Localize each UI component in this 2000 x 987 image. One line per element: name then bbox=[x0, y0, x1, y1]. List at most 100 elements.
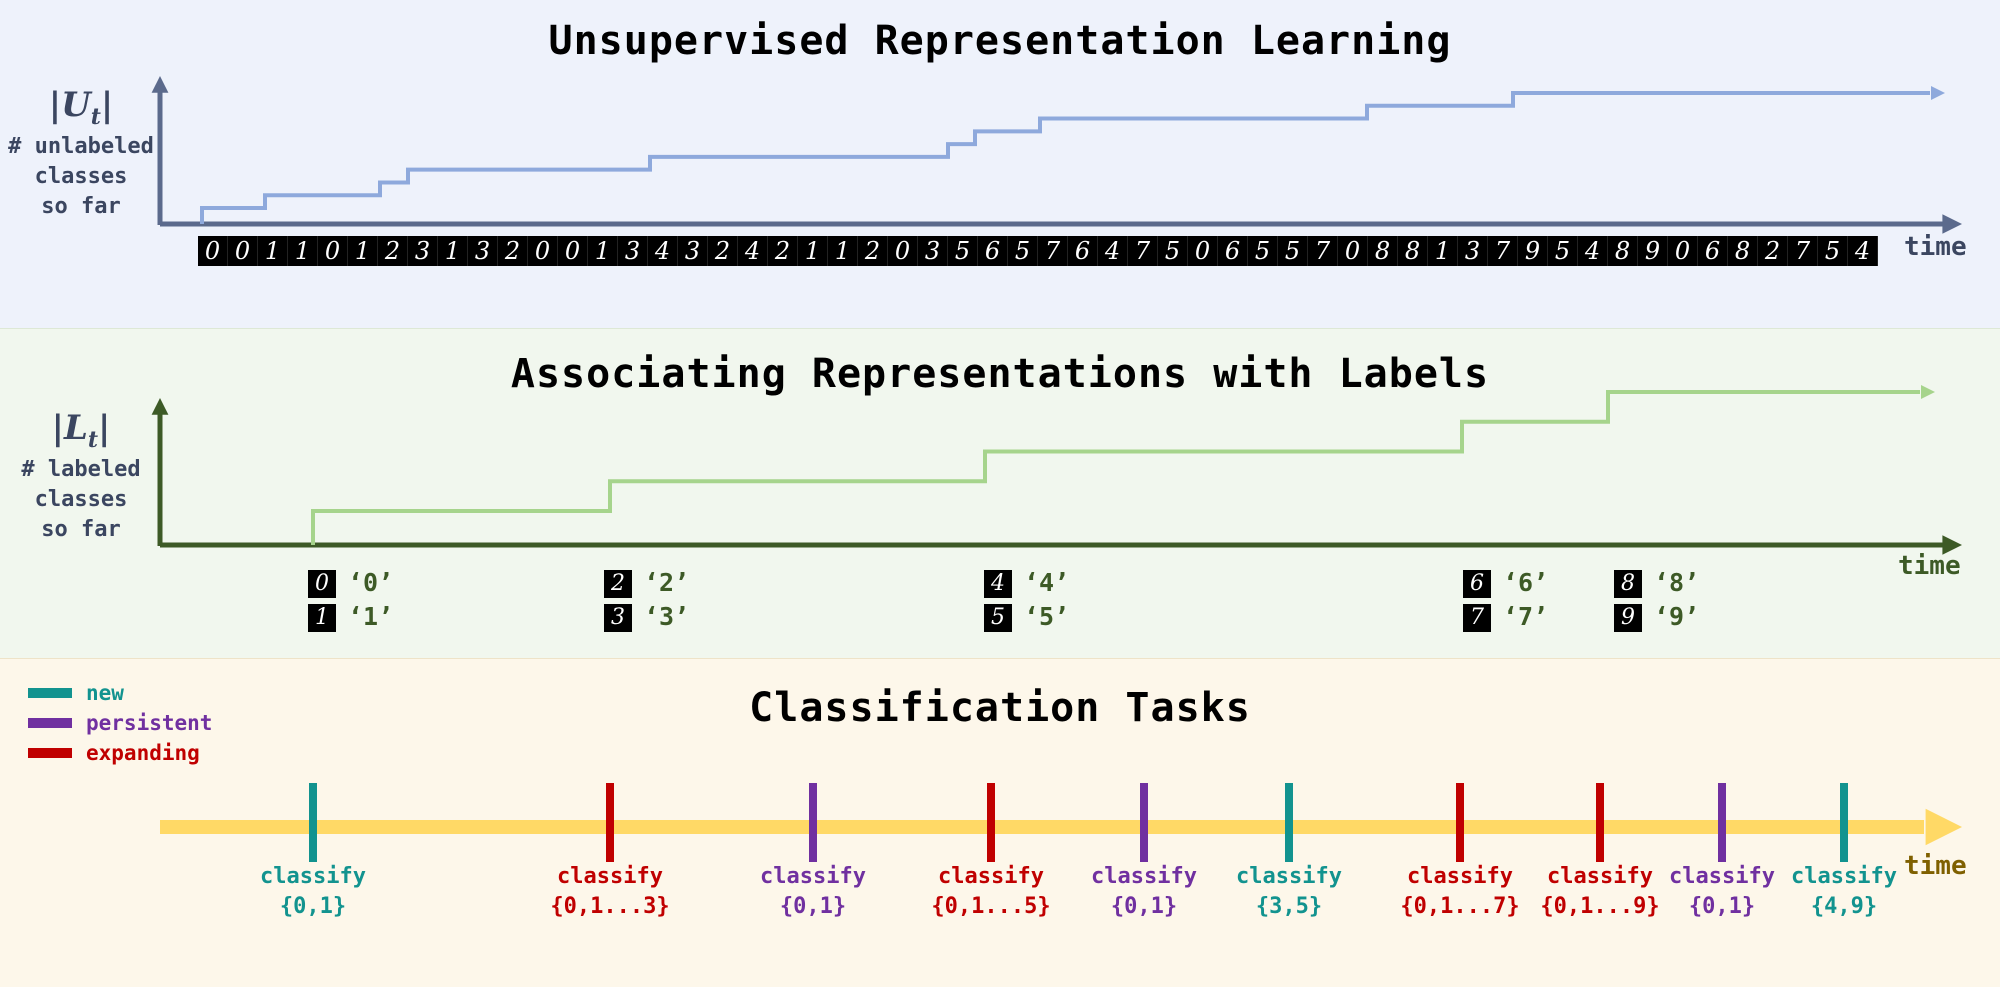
digit-image: 6 bbox=[1463, 570, 1491, 598]
digit-image: 4 bbox=[1848, 236, 1878, 266]
digit-image: 7 bbox=[1308, 236, 1338, 266]
digit-image: 0 bbox=[1668, 236, 1698, 266]
digit-image: 6 bbox=[1068, 236, 1098, 266]
digit-image: 8 bbox=[1608, 236, 1638, 266]
digit-image: 3 bbox=[468, 236, 498, 266]
digit-image: 6 bbox=[1218, 236, 1248, 266]
digit-image: 1 bbox=[288, 236, 318, 266]
task-label: classify{0,1} bbox=[260, 864, 366, 919]
digit-image: 8 bbox=[1398, 236, 1428, 266]
x-axis-arrowhead bbox=[1942, 535, 1962, 555]
digit-image: 1 bbox=[348, 236, 378, 266]
digit-image: 3 bbox=[1458, 236, 1488, 266]
digit-image: 4 bbox=[1098, 236, 1128, 266]
y-axis-label: |Ut| # unlabeled classes so far bbox=[0, 85, 162, 222]
class-label: ‘8’ bbox=[1654, 568, 1700, 597]
x-axis-label: time bbox=[1898, 551, 1961, 581]
task-label: classify{0,1...9} bbox=[1540, 864, 1660, 919]
digit-image: 0 bbox=[1188, 236, 1218, 266]
digit-image: 4 bbox=[1578, 236, 1608, 266]
class-label: ‘3’ bbox=[644, 602, 690, 631]
digit-image: 7 bbox=[1038, 236, 1068, 266]
digit-image: 8 bbox=[1368, 236, 1398, 266]
class-label: ‘0’ bbox=[348, 568, 394, 597]
task-label: classify{0,1} bbox=[1091, 864, 1197, 919]
digit-image: 4 bbox=[984, 570, 1012, 598]
class-label: ‘5’ bbox=[1024, 602, 1070, 631]
digit-image: 0 bbox=[528, 236, 558, 266]
digit-image: 1 bbox=[798, 236, 828, 266]
digit-image: 0 bbox=[558, 236, 588, 266]
digit-image: 2 bbox=[378, 236, 408, 266]
x-axis-arrowhead bbox=[1942, 214, 1962, 234]
class-label: ‘6’ bbox=[1503, 568, 1549, 597]
digit-image: 2 bbox=[498, 236, 528, 266]
digit-image: 0 bbox=[308, 570, 336, 598]
labels-panel: Associating Representations with Labels … bbox=[0, 328, 2000, 659]
digit-image: 2 bbox=[858, 236, 888, 266]
digit-image: 2 bbox=[708, 236, 738, 266]
digit-image: 5 bbox=[948, 236, 978, 266]
digit-image: 5 bbox=[1008, 236, 1038, 266]
digit-image: 5 bbox=[984, 604, 1012, 632]
panel-title: Classification Tasks bbox=[749, 685, 1251, 731]
task-label: classify{0,1...7} bbox=[1400, 864, 1520, 919]
step-line-arrowhead bbox=[1931, 86, 1945, 100]
task-label: classify{0,1} bbox=[1669, 864, 1775, 919]
digit-image: 6 bbox=[978, 236, 1008, 266]
unlabeled-classes-step-line bbox=[200, 91, 1930, 224]
digit-image: 1 bbox=[308, 604, 336, 632]
digit-image: 3 bbox=[678, 236, 708, 266]
digit-image: 2 bbox=[604, 570, 632, 598]
class-label: ‘1’ bbox=[348, 602, 394, 631]
labeled-classes-step-line bbox=[311, 390, 1920, 545]
x-axis-label: time bbox=[1904, 232, 1967, 262]
digit-image: 1 bbox=[828, 236, 858, 266]
digit-image: 6 bbox=[1698, 236, 1728, 266]
task-label: classify{4,9} bbox=[1791, 864, 1897, 919]
class-label: ‘7’ bbox=[1503, 602, 1549, 631]
digit-image: 0 bbox=[198, 236, 228, 266]
digit-image: 1 bbox=[258, 236, 288, 266]
digit-image: 1 bbox=[438, 236, 468, 266]
digit-image: 7 bbox=[1788, 236, 1818, 266]
digit-image: 7 bbox=[1463, 604, 1491, 632]
digit-image: 7 bbox=[1128, 236, 1158, 266]
digit-image: 3 bbox=[618, 236, 648, 266]
panel-title: Associating Representations with Labels bbox=[510, 351, 1490, 397]
digit-image: 3 bbox=[918, 236, 948, 266]
digit-image: 4 bbox=[648, 236, 678, 266]
y-axis-symbol: |Ut| bbox=[48, 85, 114, 130]
task-label: classify{3,5} bbox=[1236, 864, 1342, 919]
x-axis-label: time bbox=[1904, 851, 1967, 881]
class-label: ‘4’ bbox=[1024, 568, 1070, 597]
digit-image: 3 bbox=[604, 604, 632, 632]
legend: new persistent expanding bbox=[28, 678, 212, 768]
digit-image: 9 bbox=[1638, 236, 1668, 266]
legend-swatch bbox=[28, 688, 72, 698]
task-label: classify{0,1} bbox=[760, 864, 866, 919]
digit-image: 3 bbox=[408, 236, 438, 266]
digit-image: 8 bbox=[1728, 236, 1758, 266]
timeline-arrowhead bbox=[1925, 808, 1962, 846]
digit-image: 8 bbox=[1614, 570, 1642, 598]
legend-swatch bbox=[28, 718, 72, 728]
task-label: classify{0,1...3} bbox=[550, 864, 670, 919]
digit-image: 0 bbox=[888, 236, 918, 266]
panel-title: Unsupervised Representation Learning bbox=[548, 18, 1452, 64]
digit-image: 4 bbox=[738, 236, 768, 266]
y-axis-arrowhead bbox=[151, 76, 169, 93]
y-axis-symbol: |Lt| bbox=[51, 408, 111, 453]
digit-image: 2 bbox=[1758, 236, 1788, 266]
legend-item-expanding: expanding bbox=[28, 738, 212, 768]
legend-swatch bbox=[28, 748, 72, 758]
digit-image: 5 bbox=[1158, 236, 1188, 266]
y-axis-arrowhead bbox=[151, 398, 169, 415]
legend-item-new: new bbox=[28, 678, 212, 708]
digit-image: 5 bbox=[1818, 236, 1848, 266]
class-label: ‘9’ bbox=[1654, 602, 1700, 631]
digit-image: 5 bbox=[1278, 236, 1308, 266]
unsupervised-panel: Unsupervised Representation Learning |Ut… bbox=[0, 0, 2000, 328]
